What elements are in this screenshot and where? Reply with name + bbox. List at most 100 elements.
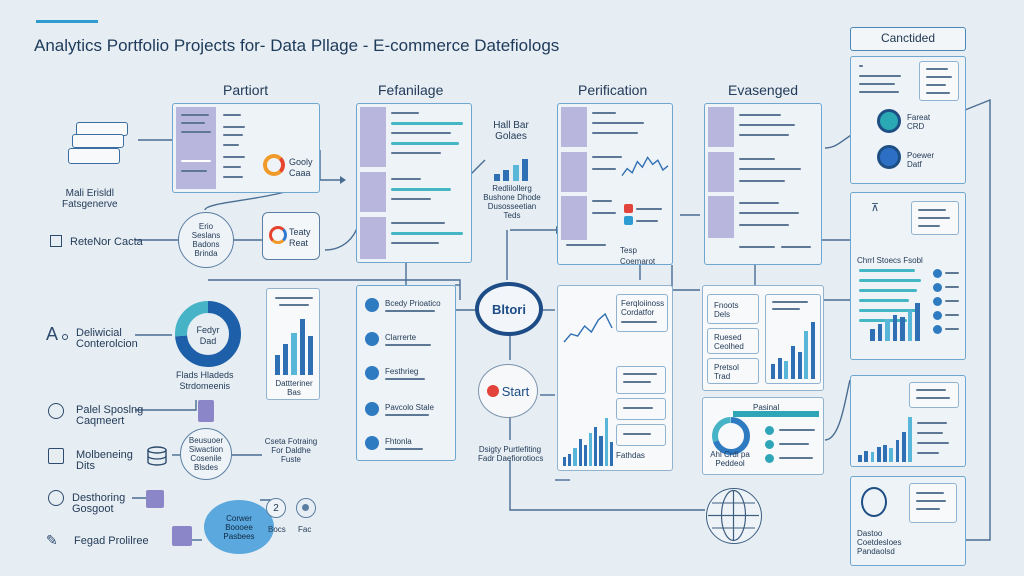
chart-bar	[493, 173, 500, 181]
card-b-label: Cseta Fotraing For Daldhe Fuste	[264, 437, 318, 464]
chart-bar	[588, 433, 593, 466]
mini-card-3	[616, 424, 666, 446]
list-icon-5	[365, 436, 379, 450]
fefanilage-panel[interactable]	[356, 103, 472, 263]
google-tag: Gooly Caaa	[289, 157, 313, 178]
chart-bar	[907, 417, 912, 462]
right-panel-footer[interactable]: Dastoo Coetdesloes Pandaolsd	[850, 476, 966, 566]
center-chart-title: Hall Bar Golaes	[493, 120, 529, 142]
right-panel-bars[interactable]	[850, 375, 966, 467]
page-title: Analytics Portfolio Projects for- Data P…	[34, 36, 560, 55]
gcard[interactable]: Teaty Reat	[262, 212, 320, 260]
bar-chart-6	[857, 412, 913, 462]
mini-card-1	[616, 366, 666, 394]
label-deliwicial: Deliwicial Conterolcion	[76, 327, 138, 350]
kpi-header-bar	[733, 411, 819, 417]
flow-node-2[interactable]: Beusuoer Siwaction Cosenile Blsdes	[180, 428, 232, 480]
chart-bar	[299, 319, 305, 375]
series-line	[621, 156, 669, 177]
list-icon-1	[365, 298, 379, 312]
label-retenor-cacta: ReteNor Cacta	[70, 236, 143, 248]
profile-icon	[861, 487, 887, 517]
bar-chart-5	[869, 293, 921, 341]
line-chart-1	[621, 156, 669, 177]
chart-bar	[583, 445, 587, 466]
chart-bar	[777, 358, 782, 379]
node-a-icon	[877, 109, 901, 133]
font-icon-dot	[62, 334, 68, 340]
chart-bar	[594, 427, 598, 466]
bar-chart-card[interactable]: Dattteriner Bas	[266, 288, 320, 400]
donut-caption: Flads Hladeds Strdomeenis	[176, 370, 234, 391]
chart-bar	[599, 436, 603, 466]
google-icon	[263, 154, 285, 176]
bar-chart-2	[492, 145, 530, 181]
chart-bar	[889, 448, 894, 462]
column-header-partiort: Partiort	[223, 82, 269, 98]
chart-bar	[512, 164, 519, 181]
evasenged-metrics-panel[interactable]: Fnoots Dels Ruesed Ceolhed Pretsol Trad	[702, 285, 824, 391]
start-caption: Dsigty Purtlefiting Fadr Daefiorotiocs	[478, 445, 544, 463]
connector-tag-icon	[198, 400, 214, 422]
donut-center-label: Fedyr Dad	[196, 325, 220, 346]
number-badge-1[interactable]: 2	[266, 498, 286, 518]
blue-marker-icon	[624, 216, 633, 225]
chart-bar	[877, 324, 883, 341]
node-caption-2: Fac	[298, 525, 312, 534]
chart-bar	[568, 454, 572, 466]
metric-card-1: Fnoots Dels	[707, 294, 759, 324]
evasenged-panel[interactable]	[704, 103, 822, 265]
globe-icon[interactable]	[706, 488, 762, 544]
right-panel-chart[interactable]: ⊼ Chrrl Stoecs Fsobl	[850, 192, 966, 360]
partiort-panel[interactable]: Gooly Caaa	[172, 103, 320, 193]
start-button[interactable]: Start	[478, 364, 538, 418]
label-mali-erisldl: Mali Erisldl Fatsgenerve	[62, 188, 118, 210]
chart-bar	[503, 170, 510, 181]
red-marker-icon	[624, 204, 633, 213]
mini-card-2	[616, 398, 666, 420]
chart-bar	[771, 364, 776, 379]
perification-panel[interactable]: Tesp Coemarot	[557, 103, 673, 266]
node-b-icon	[877, 145, 901, 169]
font-icon: A	[46, 324, 59, 344]
chart-bar	[609, 442, 613, 466]
search-icon	[48, 403, 64, 419]
hub-node[interactable]: Bltori	[475, 282, 543, 336]
column-header-fefanilage: Fefanilage	[378, 82, 444, 98]
column-header-evasenged: Evasenged	[728, 82, 799, 98]
label-palel-sposlng: Palel Sposlng Caqmeert	[76, 404, 144, 427]
label-molbeneing: Molbeneing Dits	[76, 449, 133, 472]
center-list-panel[interactable]: Bcedy Prioatico Clarrerte Festhrieg Pavc…	[356, 285, 456, 461]
flow-node-3[interactable]: Corwer Boooee Pasbees	[204, 500, 274, 554]
chart-bar	[282, 344, 289, 375]
series-line	[563, 312, 613, 343]
bar-chart-3	[562, 406, 614, 466]
chart-bar	[291, 333, 297, 375]
gear-icon	[48, 490, 64, 506]
label-desthoring: Desthoring Gosgoot	[72, 492, 126, 515]
perification-chart-panel[interactable]: Ferqloiinoss Cordatfor Fathdas	[557, 285, 673, 471]
pen-icon: ✎	[46, 532, 58, 548]
chart-bar	[562, 457, 567, 466]
chart-bar	[578, 439, 582, 466]
g-logo-icon	[269, 226, 287, 244]
chart-bar	[274, 355, 280, 375]
chart-bar	[907, 309, 913, 341]
kpi-panel[interactable]: Pasinal Ahl Crdi pa Peddeol	[702, 397, 824, 475]
metric-card-3: Pretsol Trad	[707, 358, 759, 384]
donut-chart[interactable]	[172, 298, 244, 370]
list-icon-2	[365, 332, 379, 346]
status-badge[interactable]: Canctided	[850, 27, 966, 51]
metric-card-2: Ruesed Ceolhed	[707, 328, 759, 354]
flow-node-1[interactable]: Erio Seslans Badons Brinda	[178, 212, 234, 268]
chart-bar	[864, 451, 869, 462]
chart-bar	[883, 444, 887, 462]
line-chart-2	[563, 312, 613, 343]
table-icon	[50, 235, 62, 247]
kpi-donut	[712, 417, 750, 455]
chart-bar	[895, 439, 900, 462]
chart-bar	[797, 352, 802, 379]
right-panel-top[interactable]: Fareat CRD Poewer Datf	[850, 56, 966, 184]
chart-bar	[914, 302, 920, 341]
chart-bar	[604, 418, 608, 466]
